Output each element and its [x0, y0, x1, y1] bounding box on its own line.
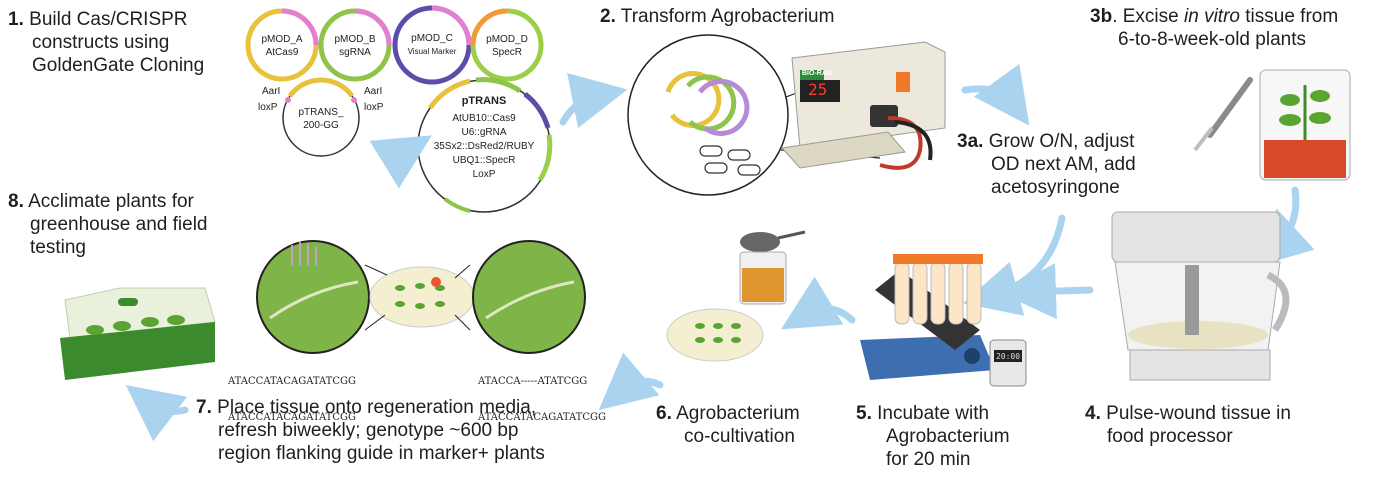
plasmid-pmod-c: pMOD_C Visual Marker	[395, 8, 469, 82]
step-3b-line-2: 6-to-8-week-old plants	[1090, 28, 1338, 51]
greenhouse-tray	[60, 288, 215, 380]
step-6-label: 6. Agrobacterium co-cultivation	[656, 402, 800, 448]
step-1-line-2: constructs using	[8, 31, 204, 54]
edited-seq-1: ATACCA-----ATATCGG	[478, 376, 606, 388]
step-5-line-3: for 20 min	[856, 448, 1010, 471]
step-6-line-1: Agrobacterium	[676, 403, 800, 424]
pmod-a-insert: AtCas9	[266, 47, 299, 58]
step-2-number: 2.	[600, 6, 616, 27]
plasmid-pmod-d: pMOD_D SpecR	[473, 11, 541, 79]
step-3a-line-1: Grow O/N, adjust	[989, 131, 1135, 152]
step-7-line-3: region flanking guide in marker+ plants	[196, 442, 545, 465]
step-5-line-2: Agrobacterium	[856, 425, 1010, 448]
regeneration-zoom-left	[257, 241, 369, 353]
step-6-line-2: co-cultivation	[656, 425, 800, 448]
step-1-line-3: GoldenGate Cloning	[8, 54, 204, 77]
ptrans-cassette-1: AtUB10::Cas9	[452, 113, 516, 124]
step-4-line-1: Pulse-wound tissue in	[1106, 403, 1291, 424]
step-3b-emphasis: in vitro	[1184, 6, 1240, 27]
ptrans-title: pTRANS	[462, 95, 507, 107]
pmod-d-label: pMOD_D	[486, 34, 528, 45]
regeneration-zoom-right	[473, 241, 585, 353]
pmod-c-label: pMOD_C	[411, 33, 453, 44]
step-4-line-2: food processor	[1085, 425, 1291, 448]
step-3a-label: 3a. Grow O/N, adjust OD next AM, add ace…	[957, 130, 1136, 199]
step-1-line-1: Build Cas/CRISPR	[29, 9, 187, 30]
step-4-number: 4.	[1085, 403, 1101, 424]
step-7-line-1: Place tissue onto regeneration media,	[217, 397, 536, 418]
scalpel	[1195, 80, 1250, 150]
plant-culture-box	[1260, 70, 1350, 180]
pmod-c-insert: Visual Marker	[408, 47, 457, 56]
arrow-4-to-5	[1028, 290, 1090, 292]
device-display: 25	[808, 80, 827, 100]
ptrans-cassette-3: 35Sx2::DsRed2/RUBY	[434, 141, 535, 152]
pmod-d-insert: SpecR	[492, 47, 522, 58]
strainer-beaker	[740, 232, 805, 304]
step-6-number: 6.	[656, 403, 672, 424]
cocultivation-dish	[667, 309, 763, 361]
tube-rocker: 20:00	[860, 254, 1026, 386]
regeneration-plate	[365, 265, 474, 330]
step-8-number: 8.	[8, 191, 24, 212]
plasmid-ptrans-final: pTRANS AtUB10::Cas9 U6::gRNA 35Sx2::DsRe…	[418, 80, 550, 212]
backbone-size: 200-GG	[303, 120, 339, 131]
step-1-label: 1. Build Cas/CRISPR constructs using Gol…	[8, 8, 204, 77]
step-5-line-1: Incubate with	[877, 403, 989, 424]
plasmid-ptrans-backbone: pTRANS_ 200-GG AarI loxP AarI loxP	[258, 80, 384, 156]
wildtype-seq-1: ATACCATACAGATATCGG	[228, 376, 356, 388]
pmod-b-insert: sgRNA	[339, 47, 371, 58]
step-3b-post: tissue from	[1240, 6, 1338, 27]
pmod-b-label: pMOD_B	[334, 34, 375, 45]
step-4-label: 4. Pulse-wound tissue in food processor	[1085, 402, 1291, 448]
arrow-assembly	[378, 148, 408, 154]
step-2-label: 2. Transform Agrobacterium	[600, 5, 834, 28]
food-processor	[1112, 212, 1286, 380]
arrow-5-to-6	[805, 309, 852, 320]
pmod-a-label: pMOD_A	[261, 34, 302, 45]
arrow-1-to-2	[563, 95, 600, 122]
timer-display: 20:00	[996, 352, 1020, 361]
device-brand: BIO-RAD	[802, 69, 832, 79]
step-7-line-2: refresh biweekly; genotype ~600 bp	[196, 419, 545, 442]
step-7-number: 7.	[196, 397, 212, 418]
step-8-line-3: testing	[8, 236, 207, 259]
step-2-text: Transform Agrobacterium	[621, 6, 835, 27]
right-site-loxp: loxP	[364, 102, 384, 113]
plasmid-pmod-a: pMOD_A AtCas9	[248, 11, 316, 79]
step-3a-line-2: OD next AM, add	[957, 153, 1136, 176]
ptrans-cassette-4: UBQ1::SpecR	[453, 155, 516, 166]
left-site-loxp: loxP	[258, 102, 278, 113]
step-3b-number: 3b	[1090, 6, 1112, 27]
right-site-aari: AarI	[364, 86, 382, 97]
step-3a-line-3: acetosyringone	[957, 176, 1136, 199]
plasmid-pmod-b: pMOD_B sgRNA	[321, 11, 389, 79]
step-5-label: 5. Incubate with Agrobacterium for 20 mi…	[856, 402, 1010, 471]
ptrans-cassette-2: U6::gRNA	[461, 127, 506, 138]
arrow-3a-to-5	[990, 218, 1062, 296]
backbone-label: pTRANS_	[298, 107, 343, 118]
step-1-number: 1.	[8, 9, 24, 30]
arrow-2-to-3a	[965, 89, 1013, 103]
electroporator	[782, 42, 945, 168]
step-8-line-2: greenhouse and field	[8, 213, 207, 236]
arrow-7-to-8	[148, 402, 185, 411]
step-5-number: 5.	[856, 403, 872, 424]
step-3a-number: 3a.	[957, 131, 983, 152]
ptrans-cassette-5: LoxP	[473, 169, 496, 180]
step-3b-pre: . Excise	[1112, 6, 1184, 27]
step-8-line-1: Acclimate plants for	[28, 191, 194, 212]
arrow-6-to-7	[620, 381, 660, 392]
step-8-label: 8. Acclimate plants for greenhouse and f…	[8, 190, 207, 259]
step-3b-label: 3b. Excise in vitro tissue from 6-to-8-w…	[1090, 5, 1338, 51]
step-7-label: 7. Place tissue onto regeneration media,…	[196, 396, 545, 465]
left-site-aari: AarI	[262, 86, 280, 97]
